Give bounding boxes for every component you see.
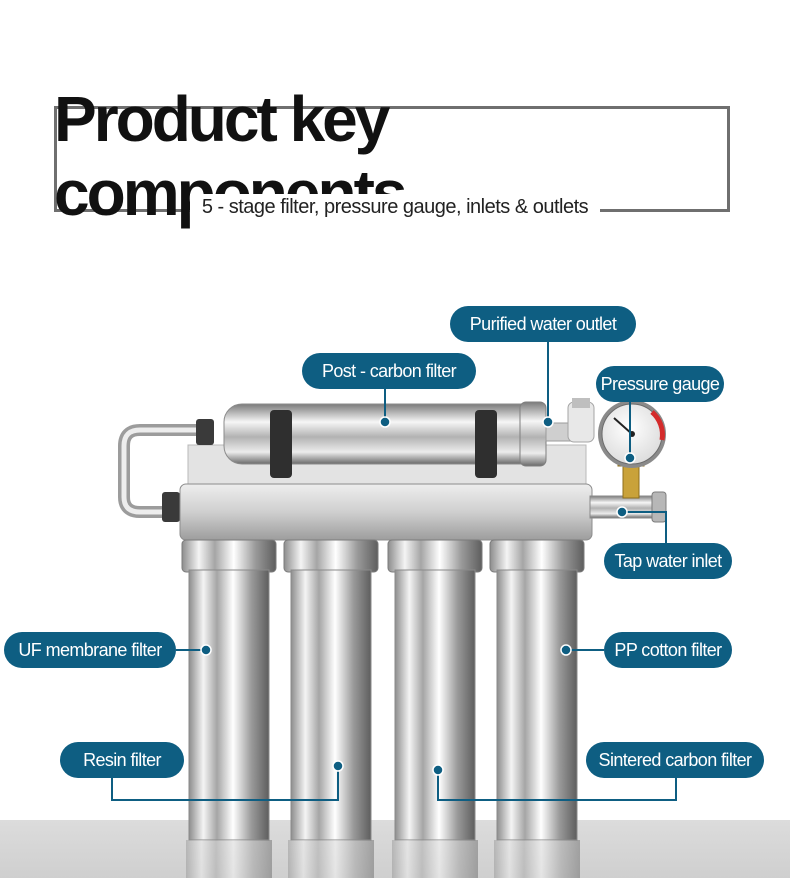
label-purified-water-outlet: Purified water outlet — [450, 306, 636, 342]
label-uf-membrane-filter: UF membrane filter — [4, 632, 176, 668]
label-pressure-gauge: Pressure gauge — [596, 366, 724, 402]
label-sintered-carbon-filter: Sintered carbon filter — [586, 742, 764, 778]
page-subtitle: 5 - stage filter, pressure gauge, inlets… — [190, 194, 600, 220]
label-post-carbon-filter: Post - carbon filter — [302, 353, 476, 389]
pressure-gauge-dial — [602, 404, 662, 464]
label-pp-cotton-filter: PP cotton filter — [604, 632, 732, 668]
label-resin-filter: Resin filter — [60, 742, 184, 778]
label-tap-water-inlet: Tap water inlet — [604, 543, 732, 579]
